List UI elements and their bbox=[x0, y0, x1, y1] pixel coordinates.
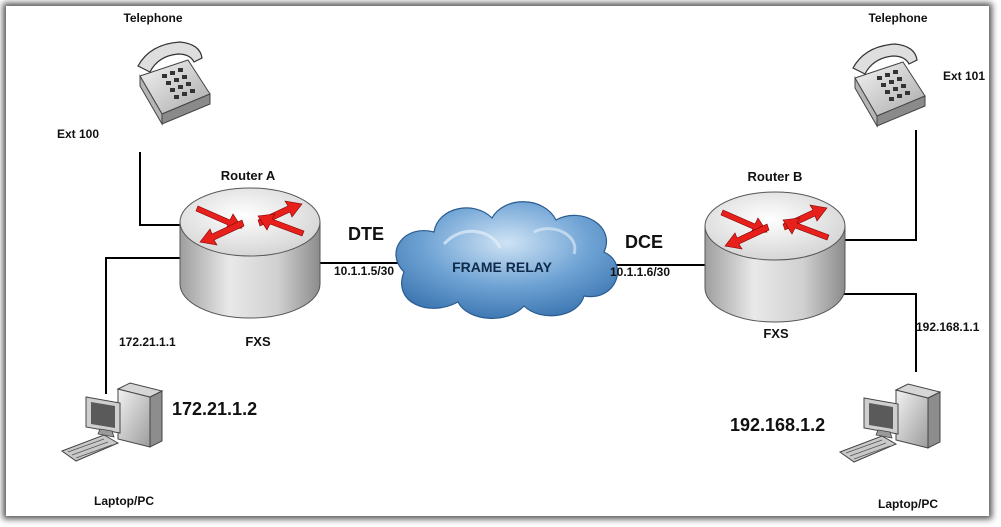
lan-left-gateway: 172.21.1.1 bbox=[119, 335, 176, 349]
telephone-left-icon bbox=[137, 41, 211, 125]
router-b-port: FXS bbox=[763, 326, 789, 341]
cloud-label: FRAME RELAY bbox=[452, 259, 552, 275]
telephone-left-title: Telephone bbox=[123, 11, 182, 25]
computer-left-icon bbox=[61, 382, 163, 462]
link-left-ip: 10.1.1.5/30 bbox=[334, 264, 394, 278]
lan-right-gateway: 192.168.1.1 bbox=[916, 320, 980, 334]
lan-left-host-ip: 172.21.1.2 bbox=[172, 399, 257, 419]
telephone-right-title: Telephone bbox=[868, 11, 927, 25]
telephone-right-ext: Ext 101 bbox=[943, 69, 985, 83]
link-right-role: DCE bbox=[625, 232, 663, 252]
link-right-ip: 10.1.1.6/30 bbox=[610, 265, 670, 279]
router-a-icon bbox=[179, 187, 321, 319]
telephone-right-icon bbox=[852, 43, 926, 127]
link-router-b-phone-b bbox=[842, 130, 917, 241]
router-b-icon bbox=[704, 191, 846, 323]
link-left-role: DTE bbox=[348, 224, 384, 244]
link-phone-a-router-a bbox=[139, 152, 180, 226]
router-a-name: Router A bbox=[221, 168, 276, 183]
link-pc-a-router-a bbox=[105, 257, 180, 394]
router-b-name: Router B bbox=[748, 169, 803, 184]
telephone-left-ext: Ext 100 bbox=[57, 127, 99, 141]
lan-left-host: Laptop/PC bbox=[94, 494, 154, 508]
lan-right-host: Laptop/PC bbox=[878, 497, 938, 511]
computer-right-icon bbox=[839, 383, 941, 463]
router-a-port: FXS bbox=[245, 334, 271, 349]
link-router-b-pc-b bbox=[842, 293, 917, 372]
lan-right-host-ip: 192.168.1.2 bbox=[730, 415, 825, 435]
